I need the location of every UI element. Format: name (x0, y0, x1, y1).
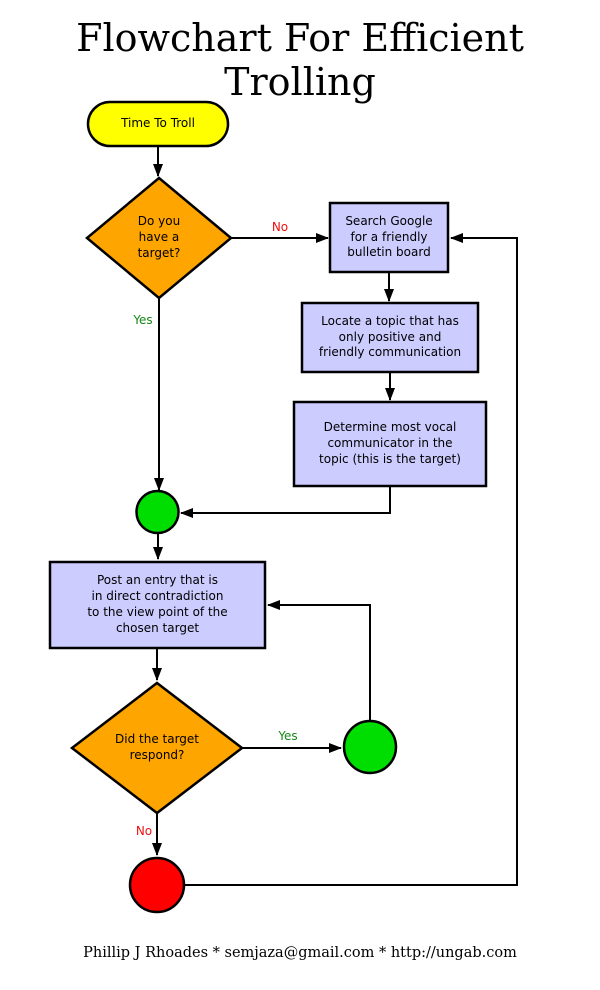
start-node-label: Time To Troll (121, 116, 195, 131)
locate-topic-box (300, 301, 480, 374)
have-target-label: Do you have a target? (137, 214, 181, 260)
locate-topic-label: Locate a topic that has only positive an… (318, 313, 462, 360)
did-respond-decision (69, 681, 245, 815)
success-connector (342, 719, 398, 775)
footer-credit: Phillip J Rhoades * semjaza@gmail.com * … (83, 945, 517, 961)
post-entry-label: Post an entry that is in direct contradi… (87, 573, 228, 635)
merge-connector (135, 489, 180, 535)
edge-success-loop-to-post (267, 600, 371, 721)
page-title: Flowchart For Efficient Trolling (76, 16, 524, 104)
yes-target-label: Yes (133, 313, 153, 327)
no-respond-label: No (135, 824, 153, 838)
search-google-box (328, 201, 450, 274)
fail-connector (128, 856, 186, 914)
search-google-label: Search Google for a friendly bulletin bo… (345, 213, 433, 260)
edge-determine-to-merge (180, 486, 391, 518)
did-respond-label: Did the target respond? (115, 732, 199, 762)
nodes (48, 100, 488, 914)
no-target-label: No (271, 220, 289, 234)
edges (152, 146, 518, 886)
determine-vocal-box (292, 400, 488, 488)
yes-respond-label: Yes (278, 729, 298, 743)
determine-vocal-label: Determine most vocal communicator in the… (319, 420, 461, 466)
have-target-decision (85, 176, 233, 300)
post-entry-box (48, 560, 267, 650)
edge-fail-loop-to-search (184, 233, 518, 886)
start-node (86, 100, 230, 148)
